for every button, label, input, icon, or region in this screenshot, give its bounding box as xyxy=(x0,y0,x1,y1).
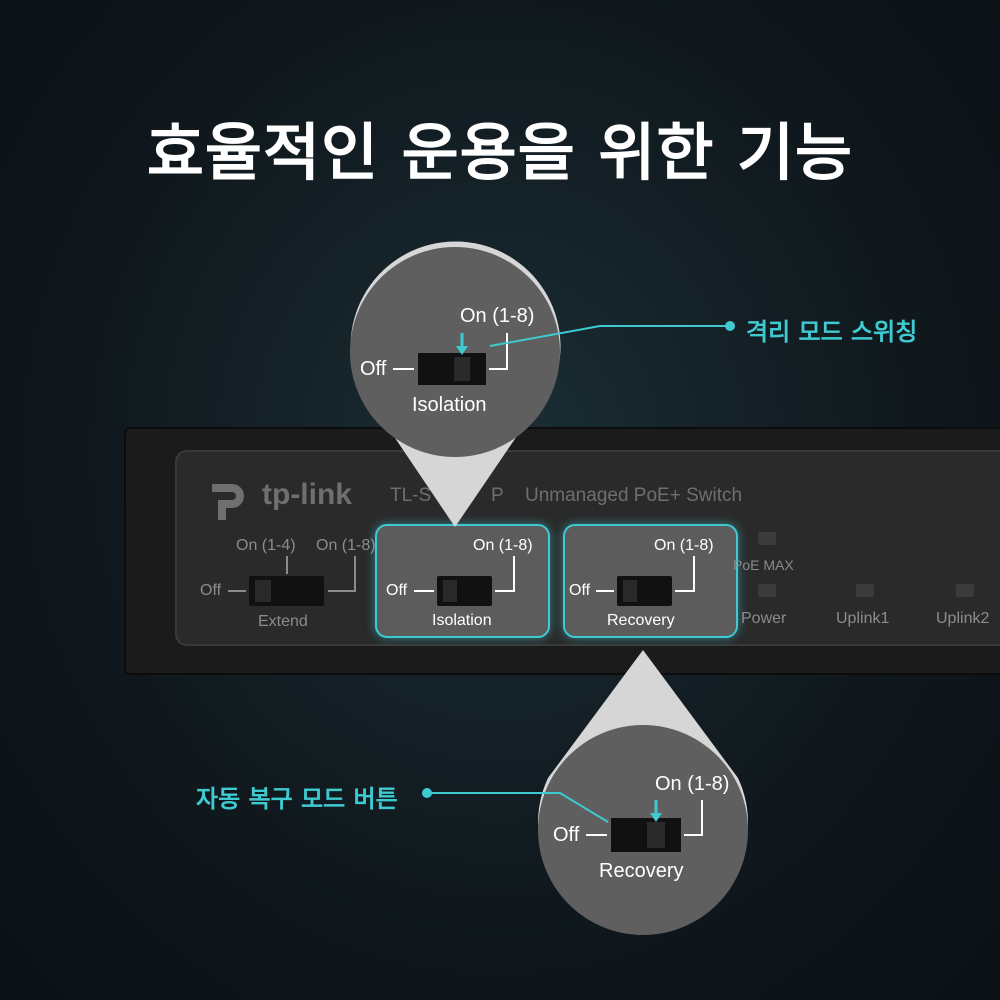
power-label: Power xyxy=(741,610,787,627)
recovery-callout-text: 자동 복구 모드 버튼 xyxy=(196,785,398,813)
page-title: 효율적인 운용을 위한 기능 xyxy=(146,116,854,189)
tp-link-logo-icon xyxy=(212,484,244,520)
model-name-suffix: P xyxy=(491,485,504,506)
power-led xyxy=(758,584,776,597)
isolation-off-label: Off xyxy=(386,582,408,599)
model-description: Unmanaged PoE+ Switch xyxy=(525,485,743,506)
zoom-isolation-on-label: On (1-8) xyxy=(460,305,535,327)
isolation-switch-knob xyxy=(443,580,457,602)
zoom-isolation-label: Isolation xyxy=(412,394,487,416)
recovery-button[interactable] xyxy=(617,576,672,606)
uplink2-label: Uplink2 xyxy=(936,610,990,627)
isolation-panel-highlight xyxy=(375,524,550,638)
isolation-label: Isolation xyxy=(432,612,492,629)
top-magnifier-lens xyxy=(350,247,560,457)
zoom-recovery-off-label: Off xyxy=(553,824,580,846)
isolation-on-label: On (1-8) xyxy=(473,537,533,554)
recovery-label: Recovery xyxy=(607,612,675,629)
extend-label: Extend xyxy=(258,613,308,630)
zoom-recovery-label: Recovery xyxy=(599,860,684,882)
extend-switch-knob xyxy=(255,580,271,602)
recovery-button-knob xyxy=(623,580,637,602)
poe-max-label: PoE MAX xyxy=(733,557,794,573)
uplink2-led xyxy=(956,584,974,597)
isolation-callout-text: 격리 모드 스위칭 xyxy=(746,318,918,346)
uplink1-label: Uplink1 xyxy=(836,610,890,627)
poe-max-led xyxy=(758,532,776,545)
extend-off-label: Off xyxy=(200,582,222,599)
zoom-isolation-off-label: Off xyxy=(360,358,387,380)
extend-on-1-8-label: On (1-8) xyxy=(316,537,376,554)
isolation-switch[interactable] xyxy=(437,576,492,606)
extend-switch[interactable] xyxy=(249,576,324,606)
zoom-recovery-on-label: On (1-8) xyxy=(655,773,730,795)
brand-logo-text: tp-link xyxy=(262,478,352,511)
recovery-on-label: On (1-8) xyxy=(654,537,714,554)
recovery-off-label: Off xyxy=(569,582,591,599)
uplink1-led xyxy=(856,584,874,597)
model-name-prefix: TL-S xyxy=(390,485,432,506)
extend-on-1-4-label: On (1-4) xyxy=(236,537,296,554)
